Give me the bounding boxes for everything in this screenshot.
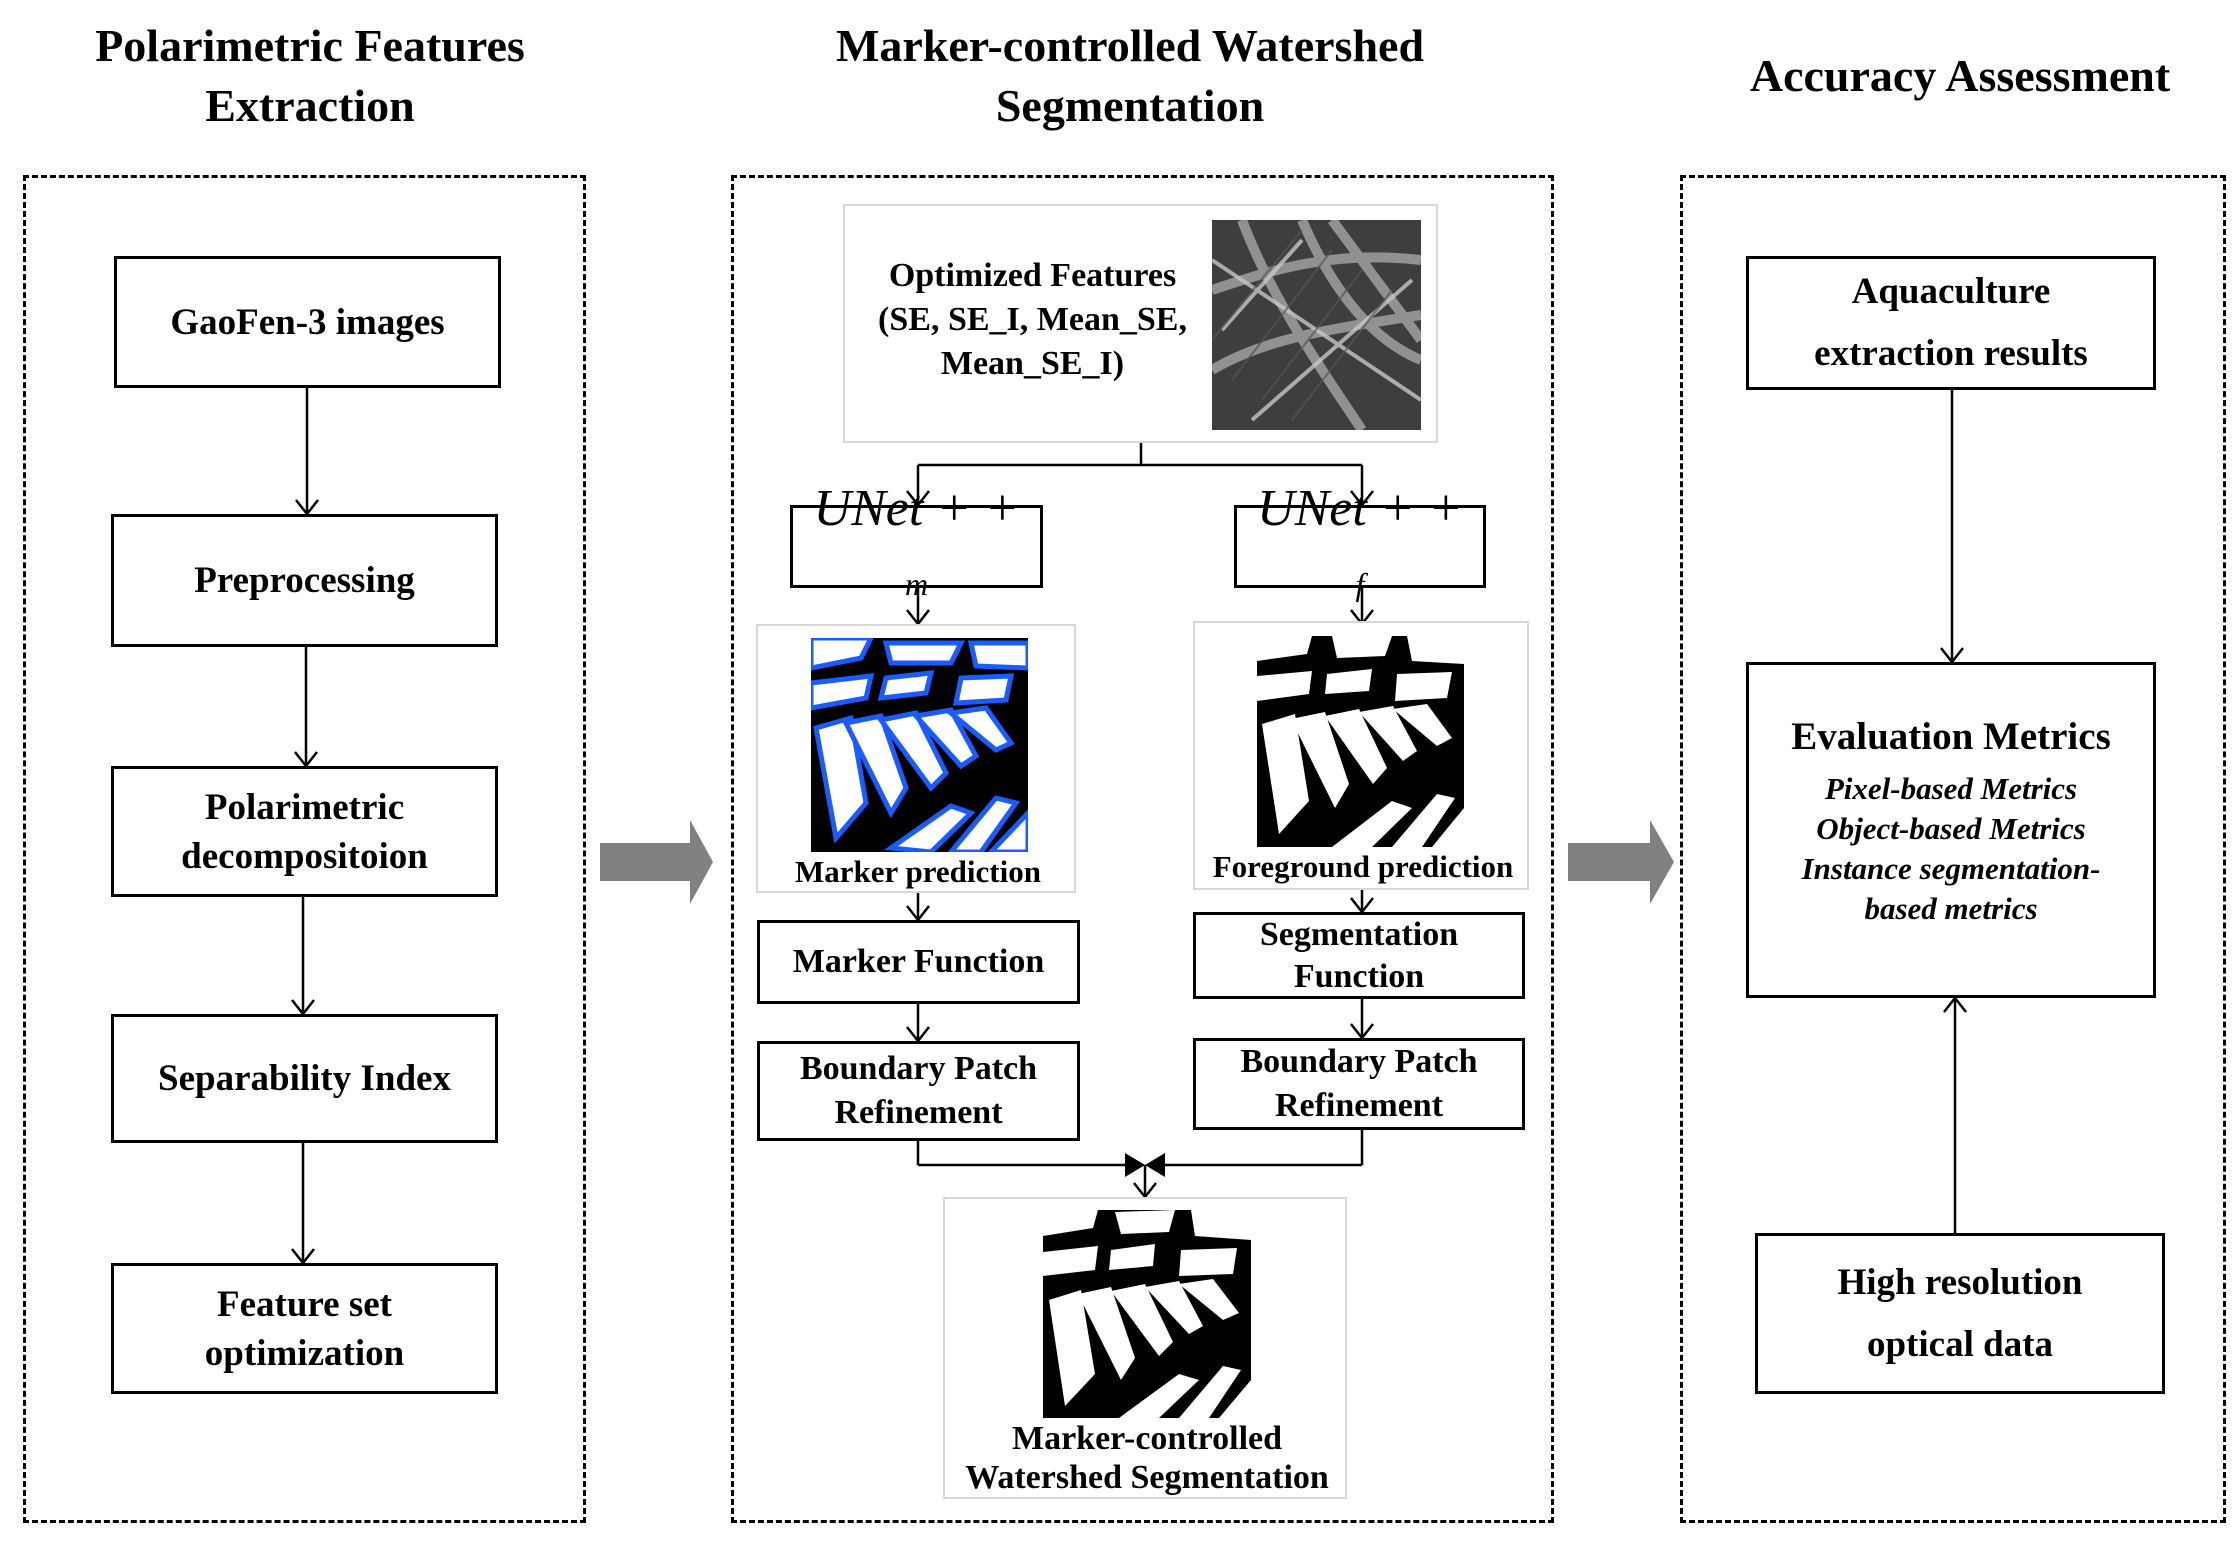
pixel-metrics-label: Pixel-based Metrics <box>1824 771 2078 806</box>
optimized-line3: Mean_SE_I) <box>940 345 1125 382</box>
left-title-line1: Polarimetric Features <box>95 20 525 71</box>
optical-data-box: High resolution optical data <box>1755 1233 2165 1394</box>
middle-panel <box>731 175 1554 1523</box>
preprocessing-label: Preprocessing <box>194 560 415 601</box>
left-panel <box>23 175 586 1523</box>
foreground-prediction-panel: Foreground prediction <box>1193 621 1529 890</box>
boundary-left-line2: Refinement <box>834 1094 1003 1131</box>
optimized-line1: Optimized Features <box>888 257 1177 294</box>
marker-prediction-image <box>811 638 1028 852</box>
optimized-line2: (SE, SE_I, Mean_SE, <box>878 301 1187 338</box>
gaofen-images-box: GaoFen-3 images <box>114 256 501 388</box>
optimized-features-text: Optimized Features (SE, SE_I, Mean_SE, M… <box>845 254 1220 386</box>
evaluation-metrics-box: Evaluation Metrics Pixel-based Metrics O… <box>1746 662 2156 998</box>
aquaculture-line1: Aquaculture <box>1851 271 2051 312</box>
middle-column-title: Marker-controlled Watershed Segmentation <box>730 16 1530 136</box>
boundary-refinement-right-box: Boundary Patch Refinement <box>1193 1038 1525 1130</box>
separability-label: Separability Index <box>158 1058 451 1099</box>
aquaculture-results-box: Aquaculture extraction results <box>1746 256 2156 390</box>
left-title-line2: Extraction <box>205 80 415 131</box>
segmentation-function-box: Segmentation Function <box>1193 912 1525 999</box>
right-panel <box>1680 175 2226 1523</box>
unet-m-box: UNet + + m <box>790 481 1043 602</box>
watershed-result-panel: Marker-controlled Watershed Segmentation <box>943 1197 1347 1499</box>
boundary-right-line2: Refinement <box>1274 1087 1444 1124</box>
preprocessing-box: Preprocessing <box>111 514 498 647</box>
unet-f-box: UNet + + f <box>1234 481 1486 602</box>
watershed-result-label: Marker-controlled Watershed Segmentation <box>945 1419 1349 1497</box>
boundary-right-line1: Boundary Patch <box>1240 1043 1478 1080</box>
marker-prediction-label: Marker prediction <box>795 854 1041 889</box>
boundary-left-line1: Boundary Patch <box>799 1050 1038 1087</box>
segmentation-function-line1: Segmentation <box>1259 915 1459 953</box>
result-line1: Marker-controlled <box>1011 1420 1283 1457</box>
feature-set-optimization-box: Feature set optimization <box>111 1263 498 1394</box>
separability-index-box: Separability Index <box>111 1014 498 1143</box>
object-metrics-label: Object-based Metrics <box>1816 811 2086 846</box>
aquaculture-line2: extraction results <box>1814 333 2088 374</box>
foreground-prediction-label: Foreground prediction <box>1212 849 1514 884</box>
middle-title-line1: Marker-controlled Watershed <box>835 20 1425 71</box>
unet-f-subscript: f <box>1355 566 1365 602</box>
gaofen-label: GaoFen-3 images <box>170 301 445 343</box>
instance-metrics-line1: Instance segmentation- <box>1801 851 2101 886</box>
unet-m-base: UNet + + <box>813 480 1020 537</box>
marker-function-label: Marker Function <box>792 943 1045 980</box>
marker-prediction-panel: Marker prediction <box>756 624 1076 893</box>
optimization-line1: Feature set <box>217 1283 392 1325</box>
big-arrow-right <box>1568 820 1674 904</box>
unet-m-subscript: m <box>904 566 929 602</box>
polarimetric-decomposition-box: Polarimetric decompositoion <box>111 766 498 897</box>
unet-f-base: UNet + + <box>1257 480 1463 537</box>
middle-title-line2: Segmentation <box>995 80 1265 131</box>
decomposition-line1: Polarimetric <box>204 786 405 828</box>
segmentation-function-line2: Function <box>1293 957 1425 995</box>
instance-metrics-line2: based metrics <box>1864 891 2038 926</box>
optical-line2: optical data <box>1866 1323 2054 1365</box>
foreground-prediction-image <box>1257 636 1464 847</box>
boundary-refinement-left-box: Boundary Patch Refinement <box>757 1041 1080 1141</box>
sar-feature-image <box>1212 220 1421 430</box>
left-column-title: Polarimetric Features Extraction <box>30 16 590 136</box>
marker-function-box: Marker Function <box>757 920 1080 1004</box>
result-line2: Watershed Segmentation <box>965 1459 1329 1496</box>
right-column-title: Accuracy Assessment <box>1700 46 2220 106</box>
evaluation-title: Evaluation Metrics <box>1791 715 2111 758</box>
watershed-result-image <box>1043 1210 1251 1418</box>
optimized-features-panel: Optimized Features (SE, SE_I, Mean_SE, M… <box>843 204 1438 443</box>
optimization-line2: optimization <box>204 1332 405 1374</box>
decomposition-line2: decompositoion <box>181 835 428 877</box>
big-arrow-left <box>600 820 713 904</box>
optical-line1: High resolution <box>1837 1261 2083 1303</box>
right-title-line1: Accuracy Assessment <box>1749 50 2171 101</box>
